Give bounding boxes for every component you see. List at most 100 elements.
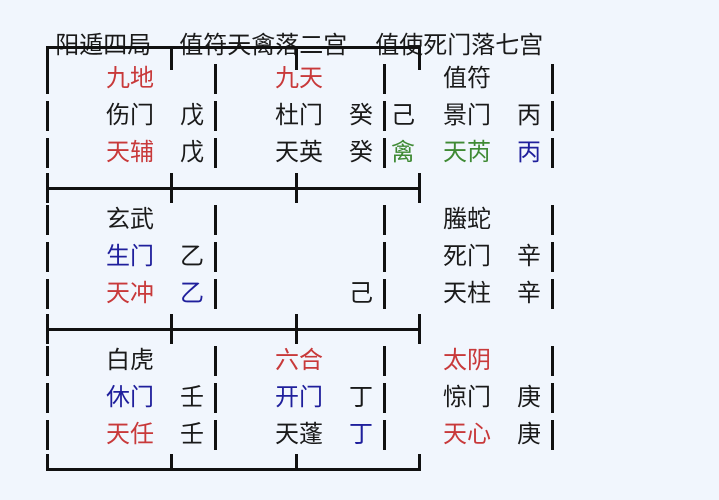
star-label: 天芮 bbox=[443, 138, 491, 166]
grid-vertical-bar bbox=[46, 101, 49, 131]
door-label: 开门 bbox=[275, 383, 323, 411]
ju-label: 阳遁四局 bbox=[55, 31, 152, 59]
grid-tick bbox=[170, 314, 173, 344]
parasitic-stem-label: 己 bbox=[391, 101, 415, 129]
door-label: 生门 bbox=[106, 242, 154, 270]
eight-god-label: 九地 bbox=[106, 64, 154, 92]
grid-tick bbox=[418, 173, 421, 203]
grid-vertical-bar bbox=[46, 242, 49, 272]
grid-vertical-bar bbox=[46, 64, 49, 94]
zhifu-label: 值符天禽落二宫 bbox=[179, 31, 348, 59]
grid-vertical-bar bbox=[383, 205, 386, 235]
heaven-stem-label: 丙 bbox=[517, 138, 541, 166]
grid-vertical-bar bbox=[383, 64, 386, 94]
grid-vertical-bar bbox=[551, 101, 554, 131]
grid-vertical-bar bbox=[214, 346, 217, 376]
grid-tick bbox=[295, 173, 298, 203]
heaven-stem-label: 己 bbox=[349, 279, 373, 307]
door-label: 伤门 bbox=[106, 101, 154, 129]
grid-vertical-bar bbox=[383, 242, 386, 272]
star-label: 天心 bbox=[443, 420, 491, 448]
eight-god-label: 螣蛇 bbox=[443, 205, 491, 233]
grid-tick bbox=[46, 173, 49, 203]
grid-vertical-bar bbox=[551, 346, 554, 376]
star-label: 天任 bbox=[106, 420, 154, 448]
grid-tick bbox=[295, 454, 298, 470]
parasitic-star-label: 禽 bbox=[391, 138, 415, 166]
door-label: 死门 bbox=[443, 242, 491, 270]
grid-tick bbox=[170, 46, 173, 70]
grid-tick bbox=[418, 314, 421, 344]
door-label: 杜门 bbox=[275, 101, 323, 129]
grid-vertical-bar bbox=[46, 383, 49, 413]
door-label: 惊门 bbox=[443, 383, 491, 411]
grid-vertical-bar bbox=[214, 64, 217, 94]
heaven-stem-label: 壬 bbox=[180, 420, 204, 448]
grid-tick bbox=[170, 173, 173, 203]
star-label: 天柱 bbox=[443, 279, 491, 307]
heaven-stem-label: 丁 bbox=[349, 420, 373, 448]
grid-tick bbox=[418, 46, 421, 70]
earth-stem-label: 丁 bbox=[349, 383, 373, 411]
earth-stem-label: 辛 bbox=[517, 242, 541, 270]
grid-vertical-bar bbox=[383, 420, 386, 450]
grid-tick bbox=[295, 46, 298, 70]
grid-vertical-bar bbox=[214, 205, 217, 235]
grid-vertical-bar bbox=[46, 279, 49, 309]
grid-vertical-bar bbox=[383, 138, 386, 168]
grid-separator-line bbox=[46, 187, 421, 190]
heaven-stem-label: 戊 bbox=[180, 138, 204, 166]
eight-god-label: 九天 bbox=[275, 64, 323, 92]
chart-header: 阳遁四局值符天禽落二宫值使死门落七宫 bbox=[40, 0, 571, 60]
grid-vertical-bar bbox=[46, 346, 49, 376]
eight-god-label: 玄武 bbox=[106, 205, 154, 233]
earth-stem-label: 乙 bbox=[180, 242, 204, 270]
grid-vertical-bar bbox=[551, 64, 554, 94]
grid-vertical-bar bbox=[551, 138, 554, 168]
grid-vertical-bar bbox=[46, 420, 49, 450]
heaven-stem-label: 癸 bbox=[349, 138, 373, 166]
heaven-stem-label: 庚 bbox=[517, 420, 541, 448]
grid-tick bbox=[46, 454, 49, 470]
grid-tick bbox=[295, 314, 298, 344]
grid-tick bbox=[46, 46, 49, 70]
grid-vertical-bar bbox=[551, 205, 554, 235]
door-label: 景门 bbox=[443, 101, 491, 129]
heaven-stem-label: 辛 bbox=[517, 279, 541, 307]
eight-god-label: 白虎 bbox=[106, 346, 154, 374]
eight-god-label: 值符 bbox=[443, 64, 491, 92]
eight-god-label: 六合 bbox=[275, 346, 323, 374]
grid-vertical-bar bbox=[383, 101, 386, 131]
grid-vertical-bar bbox=[214, 101, 217, 131]
eight-god-label: 太阴 bbox=[443, 346, 491, 374]
earth-stem-label: 癸 bbox=[349, 101, 373, 129]
grid-vertical-bar bbox=[383, 346, 386, 376]
earth-stem-label: 壬 bbox=[180, 383, 204, 411]
star-label: 天冲 bbox=[106, 279, 154, 307]
grid-separator-line bbox=[46, 46, 421, 49]
heaven-stem-label: 乙 bbox=[180, 279, 204, 307]
earth-stem-label: 戊 bbox=[180, 101, 204, 129]
grid-vertical-bar bbox=[551, 279, 554, 309]
earth-stem-label: 丙 bbox=[517, 101, 541, 129]
zhishi-label: 值使死门落七宫 bbox=[375, 31, 544, 59]
grid-tick bbox=[46, 314, 49, 344]
grid-vertical-bar bbox=[551, 242, 554, 272]
grid-tick bbox=[418, 454, 421, 470]
grid-tick bbox=[170, 454, 173, 470]
grid-vertical-bar bbox=[383, 383, 386, 413]
grid-separator-line bbox=[46, 328, 421, 331]
grid-vertical-bar bbox=[214, 279, 217, 309]
grid-vertical-bar bbox=[383, 279, 386, 309]
door-label: 休门 bbox=[106, 383, 154, 411]
grid-vertical-bar bbox=[214, 383, 217, 413]
grid-vertical-bar bbox=[46, 205, 49, 235]
grid-vertical-bar bbox=[214, 138, 217, 168]
earth-stem-label: 庚 bbox=[517, 383, 541, 411]
grid-vertical-bar bbox=[214, 420, 217, 450]
grid-vertical-bar bbox=[214, 242, 217, 272]
star-label: 天蓬 bbox=[275, 420, 323, 448]
grid-vertical-bar bbox=[46, 138, 49, 168]
star-label: 天英 bbox=[275, 138, 323, 166]
grid-vertical-bar bbox=[551, 420, 554, 450]
